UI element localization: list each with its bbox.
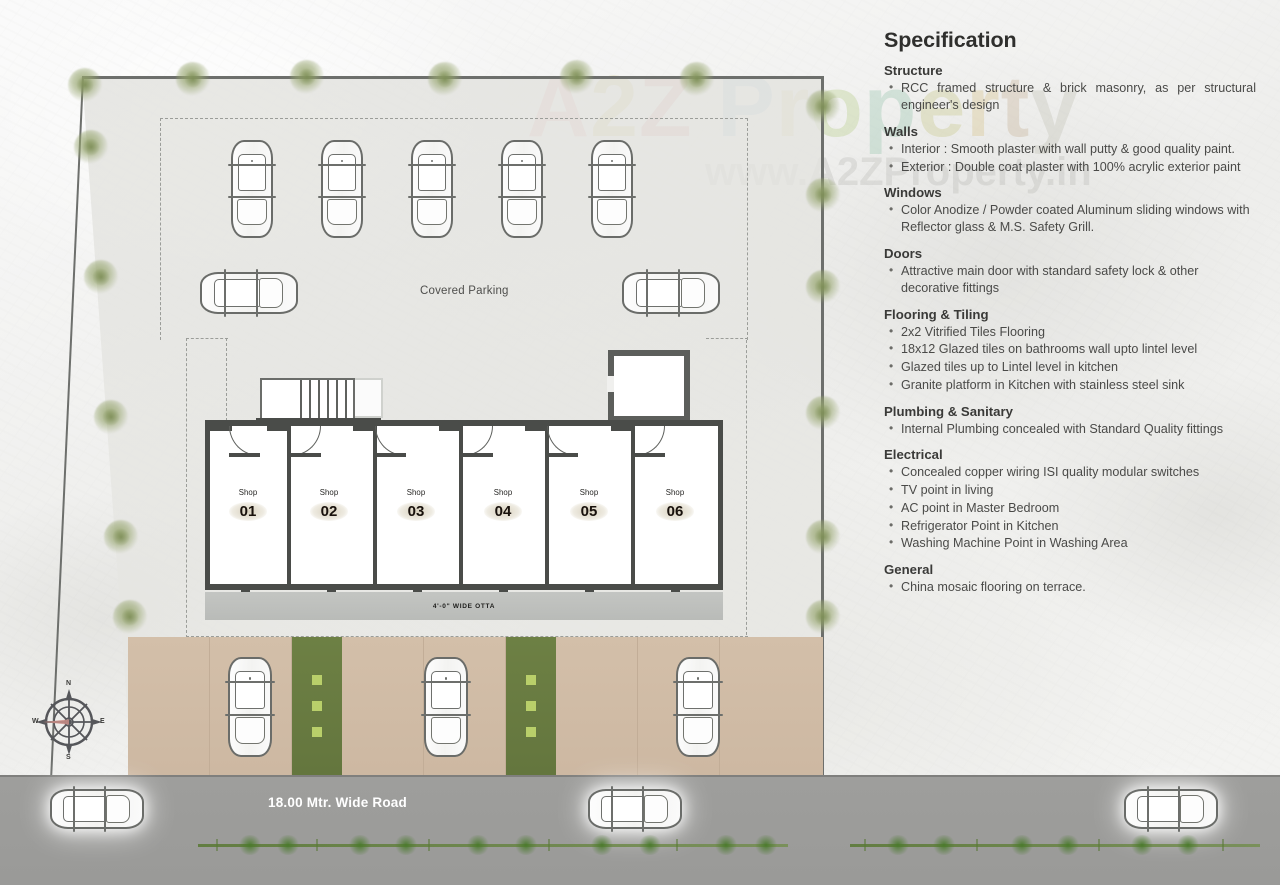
spec-list-flooring: 2x2 Vitrified Tiles Flooring 18x12 Glaze… [884,322,1256,395]
road-car-icon [50,786,144,832]
roadside-hedge [198,835,788,855]
shop-door-05 [547,426,578,457]
parked-car-icon [408,140,456,238]
spec-item: AC point in Master Bedroom [884,499,1256,517]
spec-list-general: China mosaic flooring on terrace. [884,578,1256,596]
otta-label: 4'-0" WIDE OTTA [432,602,496,610]
spec-list-structure: RCC framed structure & brick masonry, as… [884,79,1256,115]
setback-line-mid-left-step [186,338,228,340]
spec-item: Washing Machine Point in Washing Area [884,534,1256,552]
roadside-hedge [850,835,1260,855]
compass-label-south: S [66,754,71,761]
shop-door-06 [634,426,665,457]
spec-item: RCC framed structure & brick masonry, as… [884,79,1256,115]
spec-item: Internal Plumbing concealed with Standar… [884,419,1256,438]
setback-line-right-step [706,338,748,340]
shop-door-03 [375,426,406,457]
spec-list-electrical: Concealed copper wiring ISI quality modu… [884,463,1256,553]
spec-heading-electrical: Electrical [884,446,943,462]
road-label: 18.00 Mtr. Wide Road [268,795,407,810]
spec-item: Refrigerator Point in Kitchen [884,516,1256,535]
site-plot: Covered Parking [30,60,840,786]
service-block [607,350,690,422]
spec-list-plumbing: Internal Plumbing concealed with Standar… [884,419,1256,438]
staircase [256,378,383,423]
main-road: 18.00 Mtr. Wide Road [0,775,1280,885]
setback-line-mid-left [186,338,188,638]
spec-heading-structure: Structure [884,63,943,78]
specification-panel: Specification Structure RCC framed struc… [884,28,1256,597]
plot-boundary-north [82,76,824,79]
otta-strip: 4'-0" WIDE OTTA [205,592,723,620]
parked-car-icon [225,657,275,757]
spec-item: China mosaic flooring on terrace. [884,578,1256,596]
shop-door-02a [290,426,321,457]
spec-item: Color Anodize / Powder coated Aluminum s… [884,201,1256,237]
parked-car-icon [421,657,471,757]
spec-item: TV point in living [884,481,1256,499]
spec-item: 2x2 Vitrified Tiles Flooring [884,322,1256,341]
covered-parking-label: Covered Parking [420,285,509,297]
landscape-strip [506,637,556,775]
compass-rose-icon: N S W E [30,678,108,764]
parking-bay [342,637,424,775]
setback-line-left [160,118,188,340]
spec-list-doors: Attractive main door with standard safet… [884,262,1256,298]
setback-line-right [746,340,748,640]
spec-item: 18x12 Glazed tiles on bathrooms wall upt… [884,340,1256,358]
spec-heading-walls: Walls [884,123,918,139]
spec-item: Glazed tiles up to Lintel level in kitch… [884,358,1256,376]
parked-car-icon [588,140,636,238]
landscape-strip [292,637,342,775]
spec-list-walls: Interior : Smooth plaster with wall putt… [884,140,1256,176]
shop-door-04a [462,426,493,457]
parking-bay [720,637,823,775]
spec-item: Concealed copper wiring ISI quality modu… [884,463,1256,481]
parked-car-icon [622,269,720,317]
spec-heading-doors: Doors [884,245,923,261]
spec-heading-general: General [884,561,934,577]
spec-list-windows: Color Anodize / Powder coated Aluminum s… [884,201,1256,237]
compass-label-west: W [32,718,39,725]
parked-car-icon [228,140,276,238]
parking-bay [128,637,210,775]
parked-car-icon [318,140,366,238]
spec-item: Granite platform in Kitchen with stainle… [884,376,1256,394]
shop-door-01 [229,426,260,457]
spec-item: Attractive main door with standard safet… [884,262,1256,298]
parking-bay [556,637,638,775]
spec-item: Interior : Smooth plaster with wall putt… [884,140,1256,158]
parked-car-icon [200,269,298,317]
spec-title: Specification [884,28,1017,52]
compass-label-north: N [66,680,72,687]
setback-line-mid-left-riser [226,338,228,456]
open-parking-bays [128,637,823,775]
road-car-icon [1124,786,1218,832]
parked-car-icon [673,657,723,757]
road-car-icon [588,786,682,832]
spec-item: Exterior : Double coat plaster with 100%… [884,158,1256,176]
spec-heading-flooring: Flooring & Tiling [884,306,989,322]
spec-heading-windows: Windows [884,185,942,200]
parked-car-icon [498,140,546,238]
spec-heading-plumbing: Plumbing & Sanitary [884,403,1013,419]
compass-label-east: E [100,718,105,725]
setback-line-bottom [186,636,748,638]
